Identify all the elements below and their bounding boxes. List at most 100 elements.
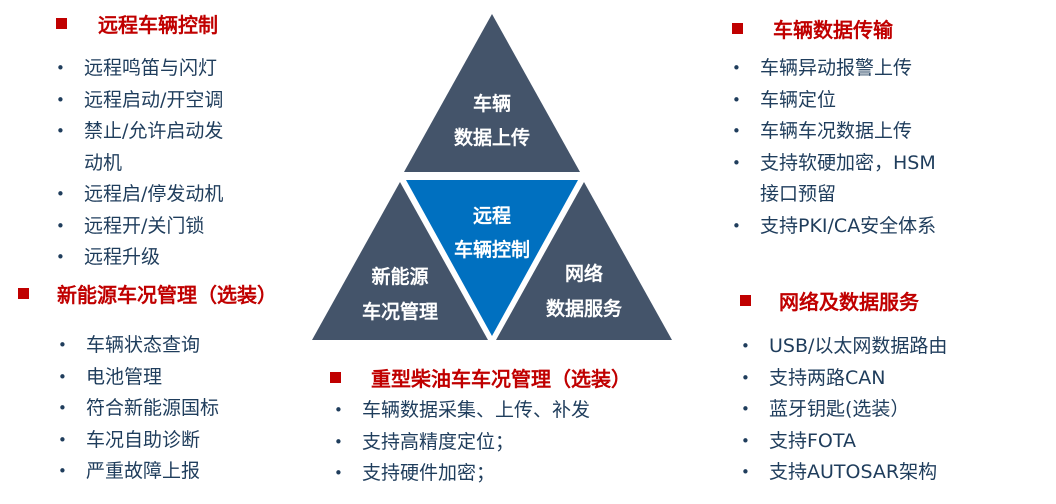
list-item-label: 支持FOTA (769, 429, 857, 452)
list-item-label: USB/以太网数据路由 (769, 335, 948, 357)
bullet-dot-icon: • (732, 216, 741, 235)
list-item: •远程开/关门锁 (56, 211, 223, 243)
section-title: 远程车辆控制 (98, 12, 218, 37)
list-item-label: 蓝牙钥匙(选装） (769, 398, 910, 420)
item-list: •USB/以太网数据路由 •支持两路CAN •蓝牙钥匙(选装） •支持FOTA … (741, 331, 948, 489)
bullet-dot-icon: • (741, 463, 750, 481)
bullet-dot-icon: • (56, 59, 65, 77)
list-item-label: 电池管理 (86, 365, 163, 388)
bullet-dot-icon: • (732, 59, 741, 77)
list-item-label: 支持软硬加密，HSM (760, 151, 936, 174)
item-list: •车辆异动报警上传 •车辆定位 •车辆车况数据上传 •支持软硬加密，HSM 接口… (732, 53, 937, 242)
bullet-dot-icon: • (56, 90, 65, 109)
list-item: • 车辆异动报警上传 (732, 53, 936, 85)
section-network-data-service: 网络及数据服务 •USB/以太网数据路由 •支持两路CAN •蓝牙钥匙(选装） … (740, 285, 947, 489)
bullet-dot-icon: • (56, 185, 65, 203)
section-header: 网络及数据服务 (740, 285, 947, 315)
list-item: •符合新能源国标 (58, 393, 277, 425)
list-item: • 支持软硬加密，HSM (732, 148, 936, 180)
list-item-label: 支持PKI/CA安全体系 (760, 214, 937, 237)
bullet-dot-icon: • (741, 431, 750, 450)
list-item-label: 车辆状态查询 (86, 334, 201, 356)
list-item: • 支持高精度定位； (334, 427, 631, 459)
section-title: 车辆数据传输 (773, 17, 893, 42)
item-list: • 远程鸣笛与闪灯 • 远程启动/开空调 • 禁止/允许启动发 动机 • 远程启/停发动… (56, 53, 224, 274)
list-item-label: 车辆车况数据上传 (760, 120, 913, 142)
section-diesel-management: 重型柴油车车况管理（选装） • 车辆数据采集、上传、补发 • 支持高精度定位； • 支… (330, 362, 631, 490)
list-item-label: 车辆异动报警上传 (760, 57, 913, 79)
bullet-dot-icon: • (58, 430, 67, 449)
list-item-continuation: 动机 (84, 148, 223, 180)
right-triangle-line2: 数据服务 (546, 297, 623, 320)
item-list: • 车辆状态查询 • 电池管理 •符合新能源国标 • 车况自助诊断 • 严重故障上报 (58, 330, 277, 488)
list-item: •支持AUTOSAR架构 (741, 457, 947, 489)
section-header: 重型柴油车车况管理（选装） (330, 362, 631, 392)
list-item: • 禁止/允许启动发 (56, 116, 224, 148)
list-item-label: 远程鸣笛与闪灯 (84, 57, 218, 79)
list-item-label: 动机 (84, 151, 123, 174)
bullet-dot-icon: • (58, 462, 67, 480)
bullet-dot-icon: • (732, 122, 741, 140)
list-item: • 远程启动/开空调 (56, 85, 224, 117)
list-item-label: 禁止/允许启动发 (84, 120, 224, 142)
red-square-bullet-icon (740, 294, 751, 306)
list-item: •车辆定位 (732, 85, 936, 117)
bullet-dot-icon: • (58, 336, 67, 354)
section-title: 新能源车况管理（选装） (57, 282, 277, 307)
bullet-dot-icon: • (334, 432, 343, 451)
list-item-label: 严重故障上报 (86, 460, 201, 482)
bullet-dot-icon: • (58, 367, 67, 386)
list-item: • USB/以太网数据路由 (741, 331, 948, 363)
list-item-label: 车况自助诊断 (86, 428, 201, 451)
list-item: • 车辆数据采集、上传、补发 (334, 395, 631, 427)
list-item-continuation: 接口预留 (760, 179, 936, 211)
list-item-label: 支持硬件加密； (362, 462, 496, 484)
list-item: • 车辆状态查询 (58, 330, 277, 362)
red-square-bullet-icon (330, 371, 341, 383)
left-triangle-line2: 车况管理 (362, 300, 438, 323)
red-square-bullet-icon (56, 17, 67, 29)
list-item: • 远程启/停发动机 (56, 179, 224, 211)
list-item-label: 符合新能源国标 (86, 397, 220, 419)
bullet-dot-icon: • (56, 248, 65, 266)
list-item-label: 远程开/关门锁 (84, 214, 205, 237)
left-triangle-line1: 新能源 (371, 265, 428, 288)
bullet-dot-icon: • (56, 122, 65, 140)
list-item-label: 远程启/停发动机 (84, 183, 224, 205)
list-item-label: 支持两路CAN (769, 366, 886, 389)
list-item: • 车况自助诊断 (58, 425, 277, 457)
triangle-top (404, 14, 580, 172)
section-title: 网络及数据服务 (779, 289, 919, 314)
section-nev-management: 新能源车况管理（选装） •车辆状态查询 •电池管理 •符合新能源国标 •车况自助… (18, 278, 277, 488)
bullet-dot-icon: • (334, 401, 343, 419)
list-item: • 车辆车况数据上传 (732, 116, 936, 148)
list-item: • 远程升级 (56, 242, 223, 274)
bullet-dot-icon: • (732, 153, 741, 172)
top-triangle-line1: 车辆 (473, 92, 511, 115)
top-triangle-line2: 数据上传 (454, 126, 530, 149)
list-item-label: 远程启动/开空调 (84, 88, 224, 111)
bullet-dot-icon: • (741, 337, 750, 355)
list-item: • 严重故障上报 (58, 456, 277, 488)
list-item: • 支持硬件加密； (334, 458, 631, 490)
list-item-label: 车辆数据采集、上传、补发 (362, 399, 591, 421)
section-header: 远程车辆控制 (56, 8, 223, 38)
section-header: 新能源车况管理（选装） (18, 278, 277, 308)
list-item: • 支持FOTA (741, 426, 947, 458)
bullet-dot-icon: • (334, 464, 343, 482)
triangle-center (406, 180, 578, 336)
section-vehicle-data-transfer: 车辆数据传输 •车辆异动报警上传 •车辆定位 •车辆车况数据上传 •支持软硬加密… (732, 13, 936, 242)
list-item-label: 车辆定位 (760, 88, 837, 111)
list-item-label: 支持高精度定位； (362, 430, 515, 453)
list-item: • 支持两路CAN (741, 363, 947, 395)
section-title: 重型柴油车车况管理（选装） (371, 366, 631, 391)
triangle-left (312, 182, 488, 340)
section-header: 车辆数据传输 (732, 13, 936, 43)
red-square-bullet-icon (732, 22, 743, 34)
center-triangle-line1: 远程 (473, 205, 511, 227)
red-square-bullet-icon (18, 287, 29, 299)
center-triangle-line2: 车辆控制 (454, 238, 530, 261)
bullet-dot-icon: • (741, 368, 750, 387)
list-item-label: 远程升级 (84, 246, 161, 268)
